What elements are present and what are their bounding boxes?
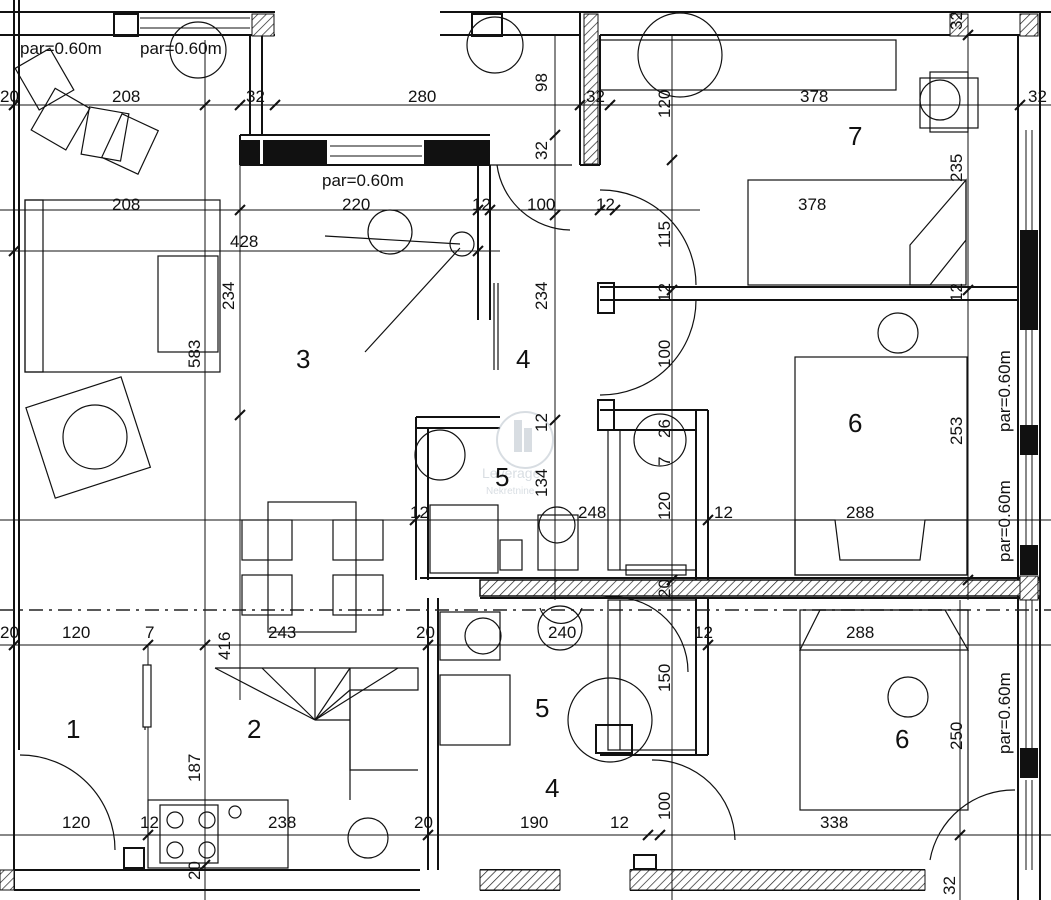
dim-label: 288	[846, 623, 874, 642]
parapet-note: par=0.60m	[995, 672, 1014, 754]
dim-label: 20	[416, 623, 435, 642]
dim-label: 248	[578, 503, 606, 522]
dim-label: 583	[185, 340, 204, 368]
dim-label: 250	[947, 722, 966, 750]
dimension-ticks	[8, 29, 1026, 871]
room-5-lower-label: 5	[535, 693, 549, 723]
dim-label: 240	[548, 623, 576, 642]
dim-label: 20	[0, 623, 19, 642]
dim-label: 208	[112, 87, 140, 106]
parapet-note: par=0.60m	[20, 39, 102, 58]
dim-label: 100	[655, 340, 674, 368]
dim-label: 234	[532, 282, 551, 310]
dim-label: 20	[414, 813, 433, 832]
dim-label: 134	[532, 469, 551, 497]
dim-label: 32	[532, 141, 551, 160]
dim-label: 7	[145, 623, 154, 642]
dim-label: 338	[820, 813, 848, 832]
dim-label: 12	[410, 503, 429, 522]
parapet-note: par=0.60m	[995, 350, 1014, 432]
dim-label: 378	[798, 195, 826, 214]
dim-label: 187	[185, 754, 204, 782]
dim-label: 220	[342, 195, 370, 214]
dim-label: 120	[62, 813, 90, 832]
dim-label: 98	[532, 73, 551, 92]
room-4-lower-label: 4	[545, 773, 559, 803]
parapet-note: par=0.60m	[140, 39, 222, 58]
dim-label: 100	[655, 792, 674, 820]
room-2-label: 2	[247, 714, 261, 744]
room-1-label: 1	[66, 714, 80, 744]
dim-label: 12	[472, 195, 491, 214]
parapet-notes: par=0.60m par=0.60m par=0.60m par=0.60m …	[20, 39, 1014, 754]
dim-label: 120	[655, 492, 674, 520]
dim-label: 288	[846, 503, 874, 522]
dim-label: 100	[527, 195, 555, 214]
dim-label: 150	[655, 664, 674, 692]
dim-label: 190	[520, 813, 548, 832]
dim-label: 12	[714, 503, 733, 522]
glazing	[140, 17, 1033, 870]
dim-label: 32	[947, 11, 966, 30]
dim-label: 32	[246, 87, 265, 106]
dimension-labels: 20 208 32 280 98 32 120 378 32 32 32 235…	[0, 11, 1047, 895]
dim-label: 32	[940, 876, 959, 895]
doors	[19, 164, 1016, 861]
parapet-note: par=0.60m	[995, 480, 1014, 562]
room-3-label: 3	[296, 344, 310, 374]
dim-label: 32	[586, 87, 605, 106]
dimension-lines	[0, 14, 1051, 900]
dim-label: 243	[268, 623, 296, 642]
dim-label: 120	[655, 90, 674, 118]
dim-label: 12	[947, 283, 966, 302]
furniture	[14, 12, 979, 869]
dim-label: 26	[655, 419, 674, 438]
dim-label: 253	[947, 417, 966, 445]
dim-label: 208	[112, 195, 140, 214]
watermark: Leverage Nekretnine	[482, 411, 554, 497]
room-7-label: 7	[848, 121, 862, 151]
dim-label: 416	[215, 632, 234, 660]
dim-label: 115	[655, 221, 674, 248]
dim-label: 235	[947, 154, 966, 182]
dim-label: 428	[230, 232, 258, 251]
dim-label: 32	[1028, 87, 1047, 106]
dim-label: 12	[140, 813, 159, 832]
dim-label: 12	[610, 813, 629, 832]
dim-label: 120	[62, 623, 90, 642]
watermark-line2: Nekretnine	[486, 486, 535, 497]
dim-label: 20	[185, 861, 204, 880]
room-5-upper-label: 5	[495, 462, 509, 492]
dim-label: 234	[219, 282, 238, 310]
dim-label: 20	[0, 87, 19, 106]
dim-label: 378	[800, 87, 828, 106]
dim-label: 7	[655, 457, 674, 466]
dim-label: 238	[268, 813, 296, 832]
room-4-upper-label: 4	[516, 344, 530, 374]
dim-label: 12	[532, 413, 551, 432]
windows	[113, 13, 1038, 870]
room-6-lower-label: 6	[895, 724, 909, 754]
dim-label: 12	[694, 623, 713, 642]
watermark-line1: Leverage	[482, 465, 541, 481]
dim-label: 280	[408, 87, 436, 106]
room-labels: 1 2 3 4 4 5 5 6 6 7	[66, 121, 909, 803]
dim-label: 12	[655, 283, 674, 302]
hatched-walls	[0, 13, 1041, 891]
room-6-upper-label: 6	[848, 408, 862, 438]
parapet-note: par=0.60m	[322, 171, 404, 190]
